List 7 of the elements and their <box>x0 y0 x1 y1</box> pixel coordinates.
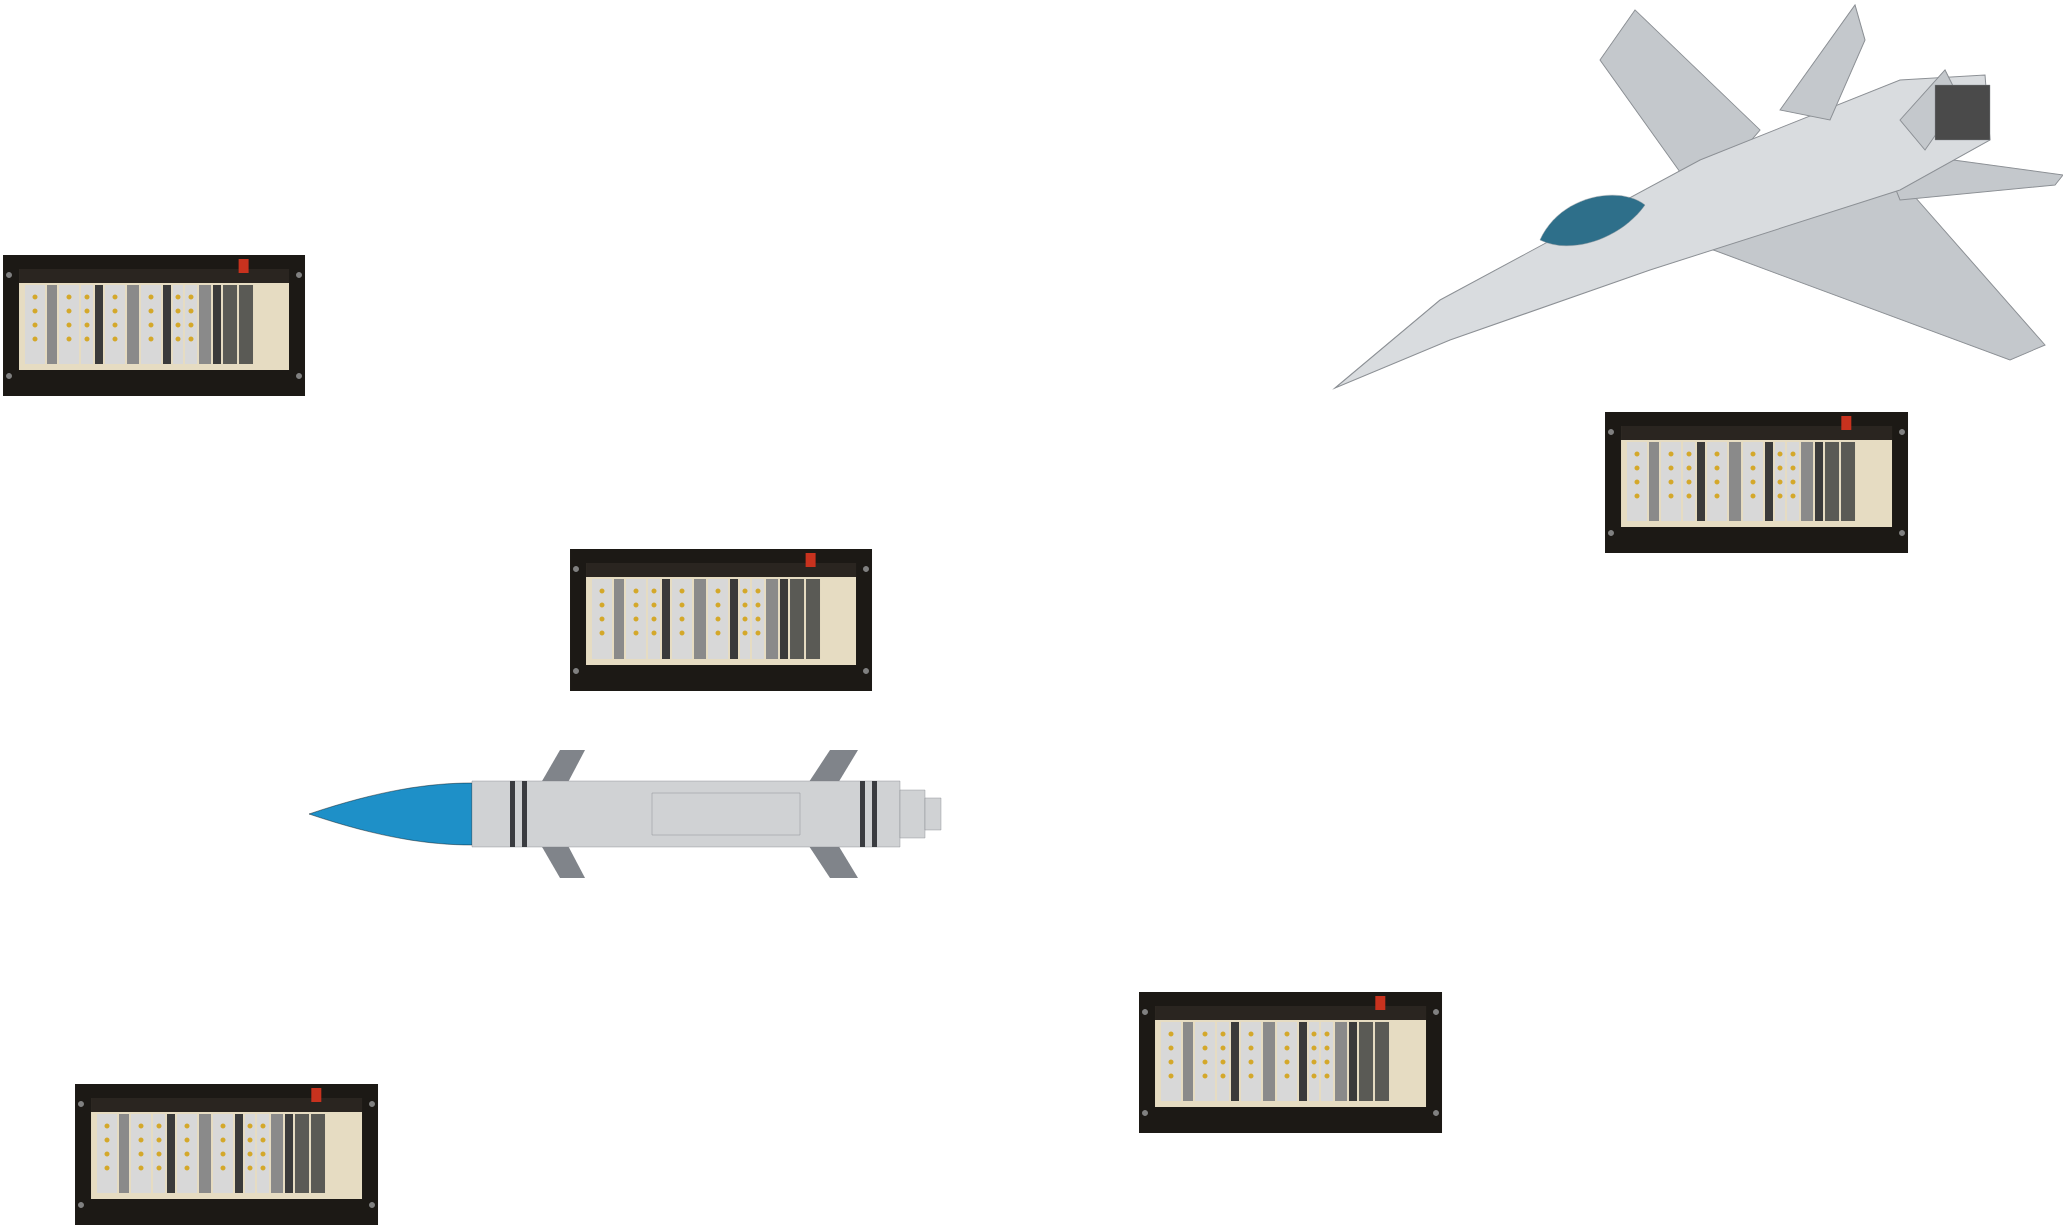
equipment-rack-drawing <box>570 549 872 691</box>
equipment-rack-drawing <box>75 1084 378 1225</box>
jet-drawing <box>1334 4 2063 389</box>
equipment-rack-drawing <box>1605 412 1908 553</box>
missile-drawing <box>308 750 942 878</box>
equipment-rack-drawing <box>1139 992 1442 1133</box>
equipment-rack-drawing <box>3 255 305 396</box>
